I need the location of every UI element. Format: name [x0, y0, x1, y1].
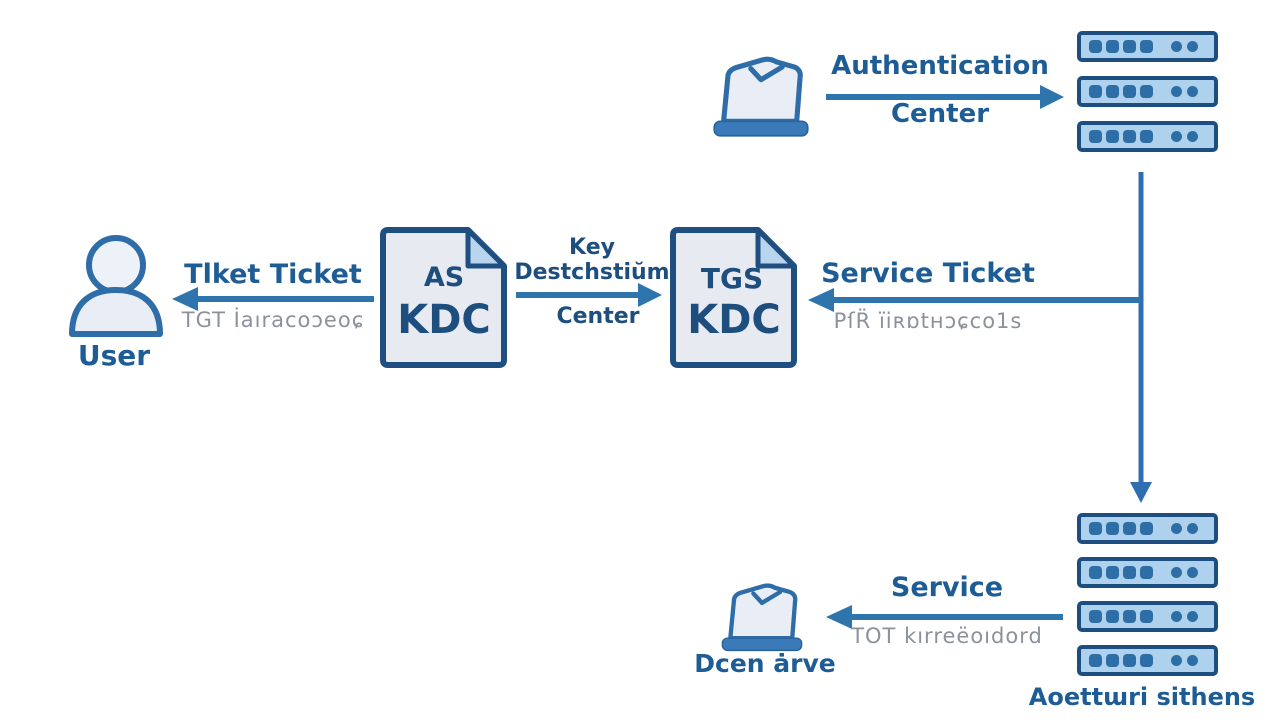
- tgs-doc-line2: KDC: [687, 297, 781, 343]
- server-icon: [1077, 121, 1218, 152]
- ticket-flow-title: Tlket Ticket: [184, 259, 362, 290]
- authentication-label-line2: Center: [890, 99, 990, 129]
- laptop-icon-top: [702, 55, 820, 140]
- client-device-label: Dcen ȧrve: [694, 649, 836, 678]
- laptop-icon-bottom: [706, 582, 818, 654]
- kdc-flow-line1: Key: [569, 235, 615, 260]
- service-ticket-title: Service Ticket: [821, 258, 1035, 289]
- kdc-flow-line2: Destchstiŭm: [514, 260, 670, 285]
- server-icon: [1077, 601, 1218, 632]
- service-servers-label: Aoettɯri sithens: [1028, 683, 1256, 711]
- arrow-service: [826, 605, 1063, 629]
- tgs-doc-line1: TGS: [700, 262, 764, 295]
- server-icon: [1077, 76, 1218, 107]
- server-icon: [1077, 31, 1218, 62]
- service-flow-title: Service: [890, 572, 1004, 603]
- arrow-ticket: [172, 287, 374, 311]
- as-doc-line1: AS: [423, 262, 465, 293]
- server-icon: [1077, 513, 1218, 544]
- server-icon: [1077, 645, 1218, 676]
- service-flow-subtitle: TOT kırreëoıdord: [851, 624, 1043, 648]
- server-icon: [1077, 557, 1218, 588]
- kdc-flow-line3: Center: [556, 304, 640, 329]
- ticket-flow-subtitle: TGT İaıracoɔeoɕ: [181, 308, 365, 332]
- arrow-service-ticket: [808, 288, 1141, 312]
- user-label: User: [77, 339, 151, 372]
- as-kdc-document-icon: [376, 224, 510, 371]
- as-doc-line2: KDC: [397, 297, 491, 343]
- arrow-vertical: [1130, 172, 1152, 503]
- tgs-kdc-document-icon: [664, 224, 802, 371]
- authentication-label-line1: Authentication: [831, 51, 1049, 81]
- user-icon: [62, 228, 166, 340]
- arrow-authentication: [826, 85, 1064, 109]
- service-ticket-subtitle: PſR̈ ïiʀɒtʜɔɕco1s: [833, 309, 1023, 333]
- arrow-kdc: [516, 283, 662, 307]
